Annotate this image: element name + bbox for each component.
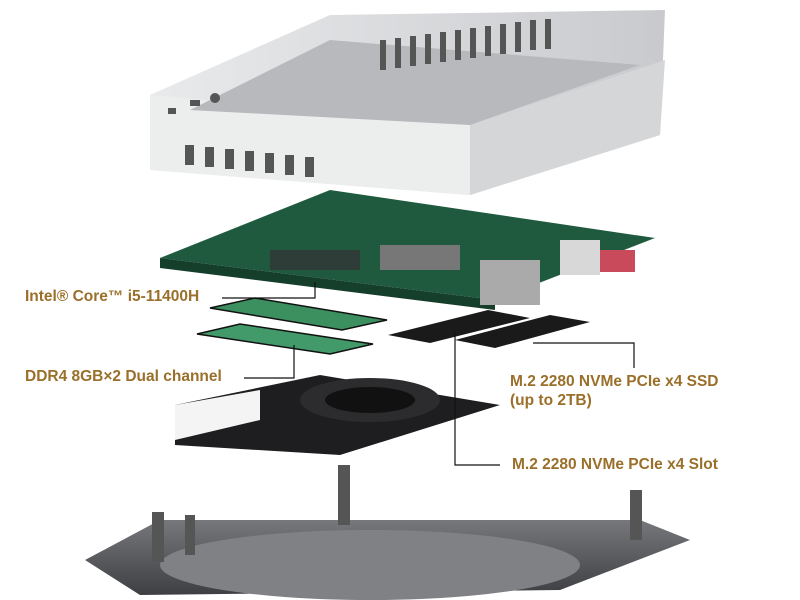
ssd-modules [388, 310, 590, 348]
cpu-label: Intel® Core™ i5-11400H [25, 288, 200, 305]
callout-lines [222, 282, 635, 466]
m2-slot-label: M.2 2280 NVMe PCIe x4 Slot [512, 456, 718, 473]
ram-modules [196, 297, 388, 355]
top-case [150, 10, 665, 195]
bottom-cover [85, 465, 690, 600]
ram-label: DDR4 8GB×2 Dual channel [25, 368, 222, 385]
cooling-fan [175, 375, 500, 455]
ssd-capacity-label: (up to 2TB) [510, 392, 592, 409]
ssd-label: M.2 2280 NVMe PCIe x4 SSD [510, 373, 719, 390]
motherboard [160, 190, 655, 310]
